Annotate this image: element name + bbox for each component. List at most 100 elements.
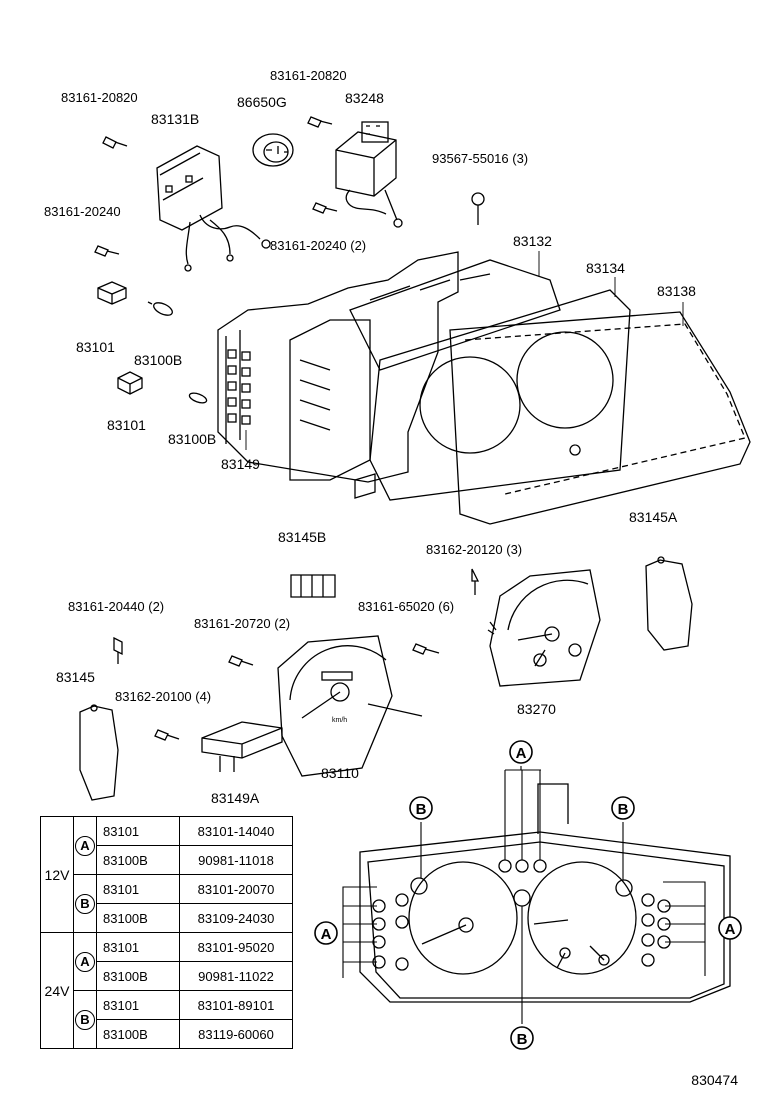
part-cell: 83100B xyxy=(96,903,180,933)
part-cell: 83101 xyxy=(96,932,180,962)
label-83161-20240-a: 83161-20240 xyxy=(44,204,121,219)
screw-83161-20240-b xyxy=(312,202,338,214)
label-83161-20820-b: 83161-20820 xyxy=(270,68,347,83)
label-83110: 83110 xyxy=(321,765,359,781)
table-row: 24V A 83101 83101-95020 xyxy=(40,932,293,1049)
svg-text:A: A xyxy=(321,926,332,943)
label-83101-b: 83101 xyxy=(107,417,146,433)
label-83145A: 83145A xyxy=(629,509,678,525)
label-83162-20100: 83162-20100 (4) xyxy=(115,689,211,704)
dial-plate-83134 xyxy=(369,289,631,501)
socket-83101-b xyxy=(117,371,143,395)
callout-A-top: A xyxy=(509,740,533,764)
svg-text:B: B xyxy=(618,801,629,818)
selector-cell: B xyxy=(73,874,97,933)
selector-cell: B xyxy=(73,990,97,1049)
label-83100B-a: 83100B xyxy=(134,352,182,368)
label-83149: 83149 xyxy=(221,456,260,472)
screw-83161-65020 xyxy=(412,643,440,655)
table-row: B 83101 83101-89101 xyxy=(41,990,293,1049)
printed-board-83132 xyxy=(349,259,561,371)
part-cell: 83100B xyxy=(96,961,180,991)
label-kmh: km/h xyxy=(332,717,347,724)
number-cell: 90981-11022 xyxy=(179,961,293,991)
svg-text:B: B xyxy=(416,801,427,818)
callout-leaders xyxy=(342,766,706,1024)
label-86650G: 86650G xyxy=(237,94,287,110)
board-83149A xyxy=(201,721,283,772)
number-cell: 90981-11018 xyxy=(179,845,293,875)
bulb-83100B-a xyxy=(147,301,173,316)
svg-text:B: B xyxy=(517,1031,528,1048)
screw-83161-20440 xyxy=(113,636,123,664)
bulb-socket-table: 12V A 83101 83101-14040 83100B 90981-110… xyxy=(40,816,293,1049)
socket-83101-a xyxy=(97,281,127,305)
voltage-cell: 24V xyxy=(40,932,74,1049)
table-row: 83100B 90981-11018 xyxy=(41,845,293,875)
clip-93567 xyxy=(471,192,485,225)
label-83161-20820-a: 83161-20820 xyxy=(61,90,138,105)
label-83270: 83270 xyxy=(517,701,556,717)
screw-83161-20820-left xyxy=(102,136,128,149)
lens-83145B xyxy=(290,574,336,598)
label-83100B-b: 83100B xyxy=(168,431,216,447)
label-83101-a: 83101 xyxy=(76,339,115,355)
label-83161-65020: 83161-65020 (6) xyxy=(358,599,454,614)
svg-text:A: A xyxy=(725,921,736,938)
callout-B-bottom: B xyxy=(510,1026,534,1050)
selector-cell: A xyxy=(73,816,97,875)
diagram-code: 830474 xyxy=(691,1072,738,1088)
label-83134: 83134 xyxy=(586,260,625,276)
number-cell: 83101-14040 xyxy=(179,816,293,846)
plate-83145A xyxy=(645,556,693,651)
part-leaders xyxy=(245,251,684,450)
svg-text:A: A xyxy=(516,745,527,762)
socket-86650G xyxy=(252,133,294,167)
number-cell: 83101-95020 xyxy=(179,932,293,962)
screw-83162-20120 xyxy=(471,568,480,595)
printed-circuit-83131B xyxy=(156,145,271,272)
screw-83161-20820-mid xyxy=(307,116,333,128)
number-cell: 83109-24030 xyxy=(179,903,293,933)
label-83149A: 83149A xyxy=(211,790,260,806)
label-83145: 83145 xyxy=(56,669,95,685)
label-83248: 83248 xyxy=(345,90,384,106)
cover-glass-83138 xyxy=(449,311,751,525)
callout-A-left: A xyxy=(314,921,338,945)
label-83161-20720: 83161-20720 (2) xyxy=(194,616,290,631)
callout-A-right: A xyxy=(718,916,742,940)
label-83132: 83132 xyxy=(513,233,552,249)
voltage-cell: 12V xyxy=(40,816,74,933)
screw-83161-20720 xyxy=(228,655,254,667)
label-83161-20440: 83161-20440 (2) xyxy=(68,599,164,614)
number-cell: 83101-89101 xyxy=(179,990,293,1020)
screw-83162-20100 xyxy=(154,729,180,741)
lens-83145 xyxy=(79,704,119,801)
number-cell: 83101-20070 xyxy=(179,874,293,904)
label-83145B: 83145B xyxy=(278,529,326,545)
callout-B-left: B xyxy=(409,796,433,820)
selector-cell: A xyxy=(73,932,97,991)
label-83162-20120: 83162-20120 (3) xyxy=(426,542,522,557)
tachometer-83270 xyxy=(487,569,601,687)
callout-B-right: B xyxy=(611,796,635,820)
table-row: 83100B 90981-11022 xyxy=(41,961,293,991)
relay-83248 xyxy=(335,121,403,228)
label-83161-20240-b: 83161-20240 (2) xyxy=(270,238,366,253)
meter-housing-83149 xyxy=(217,251,459,499)
label-83131B: 83131B xyxy=(151,111,199,127)
part-cell: 83100B xyxy=(96,1019,180,1049)
label-93567-55016: 93567-55016 (3) xyxy=(432,151,528,166)
screw-83161-20240-a xyxy=(94,245,120,257)
table-row: B 83101 83101-20070 xyxy=(41,874,293,933)
combination-meter-front xyxy=(359,783,731,1003)
table-row: 83100B 83119-60060 xyxy=(41,1019,293,1049)
table-row: 12V A 83101 83101-14040 xyxy=(40,816,293,933)
part-cell: 83101 xyxy=(96,816,180,846)
part-cell: 83101 xyxy=(96,990,180,1020)
number-cell: 83119-60060 xyxy=(179,1019,293,1049)
label-83138: 83138 xyxy=(657,283,696,299)
part-cell: 83101 xyxy=(96,874,180,904)
part-cell: 83100B xyxy=(96,845,180,875)
